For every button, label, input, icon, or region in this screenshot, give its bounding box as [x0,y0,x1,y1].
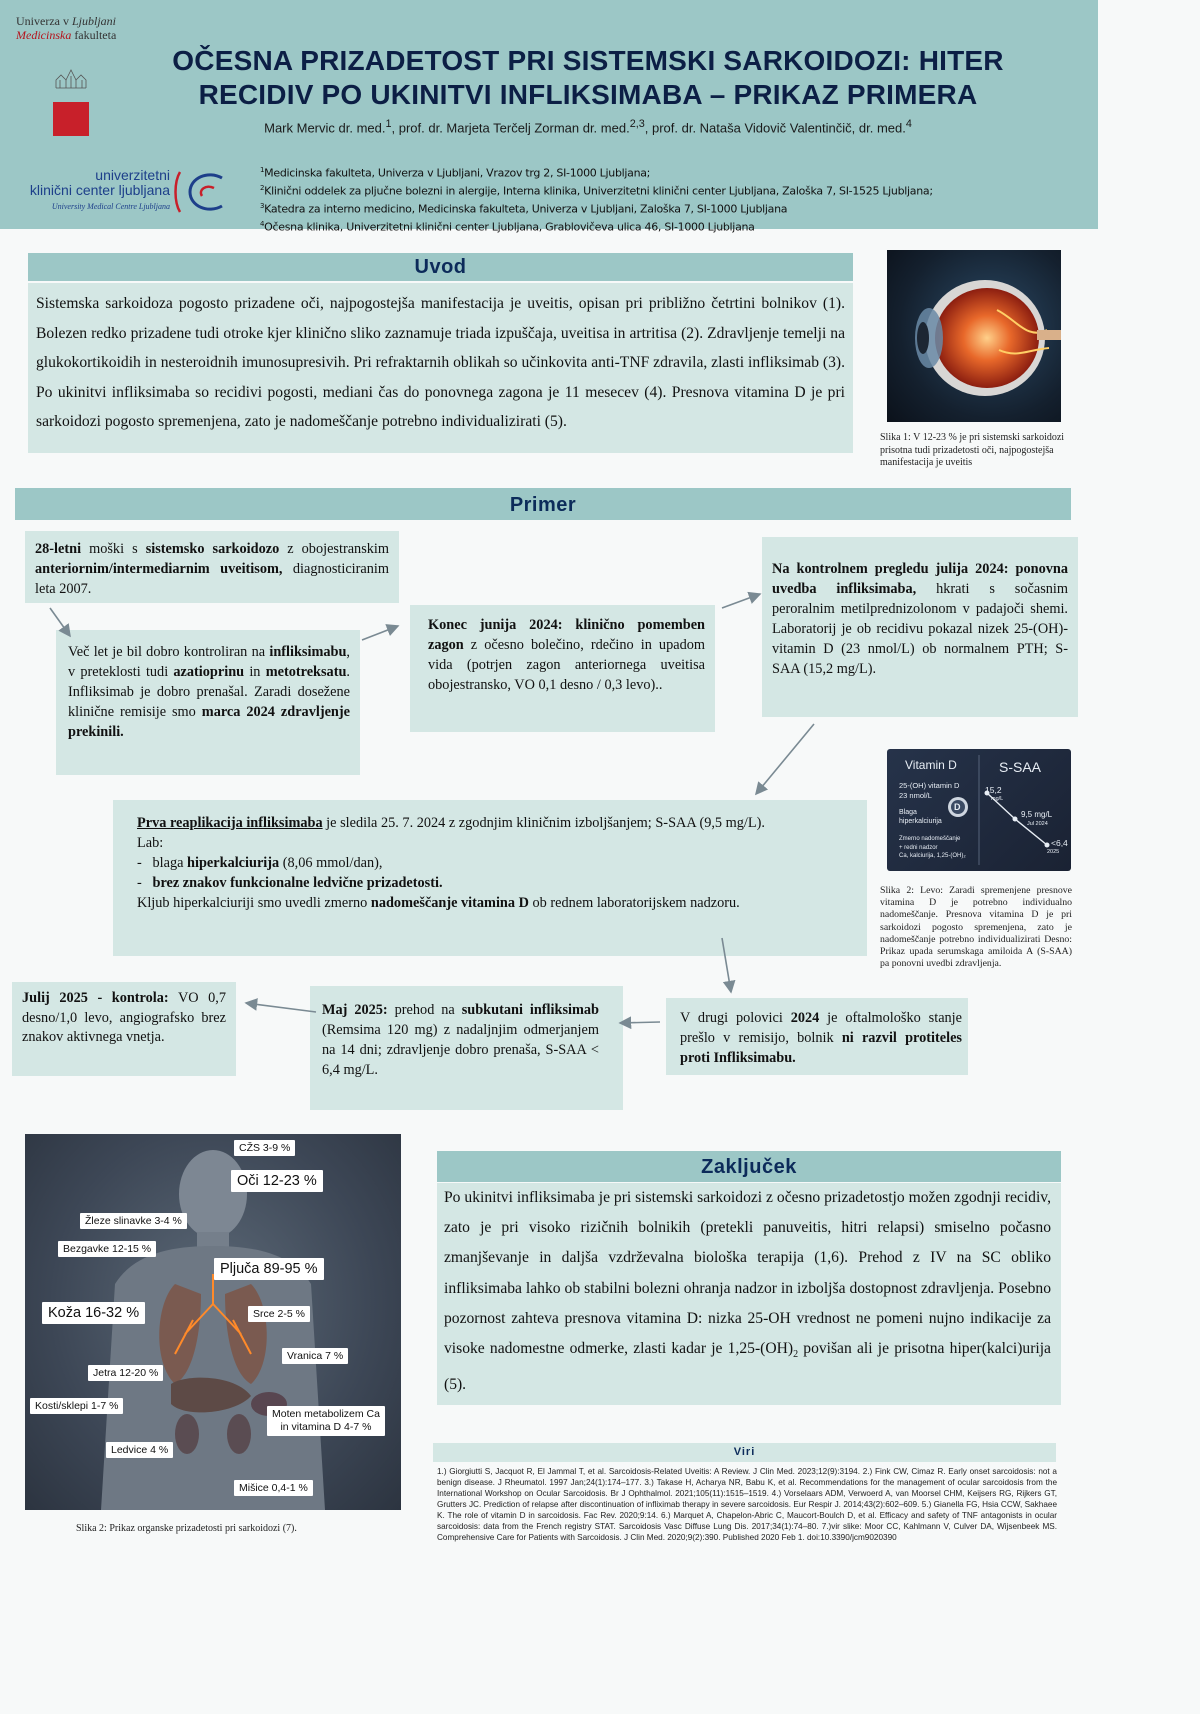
arrow-2 [361,624,400,641]
organ-tag-kidneys: Ledvice 4 % [106,1442,174,1458]
ssaa-point-2-date: Jul 2024 [1027,821,1048,827]
organ-tag-liver: Jetra 12-20 % [88,1365,164,1381]
case-step-relapse: Konec junija 2024: klinično pomemben zag… [410,605,715,732]
case-step-infliximab-stop: Več let je bil dobro kontroliran na infl… [56,630,360,775]
poster-header: Univerza v Ljubljani Medicinska fakultet… [0,0,1098,234]
arrow-3 [721,591,762,609]
vitd-values: 25-(OH) vitamin D 23 nmol/L [899,781,960,800]
organ-tag-muscles: Mišice 0,4-1 % [234,1480,313,1496]
figure-2-caption: Slika 2: Levo: Zaradi spremenjene presno… [880,885,1072,970]
poster-title: OČESNA PRIZADETOST PRI SISTEMSKI SARKOID… [172,45,1004,110]
ssaa-decline-chart-icon [948,755,1050,865]
uvod-text: Sistemska sarkoidoza pogosto prizadene o… [36,295,845,430]
organ-tag-skin: Koža 16-32 % [42,1302,146,1324]
arrow-4 [754,723,815,796]
eye-anatomy-icon [915,280,1061,396]
university-crest-icon [53,69,89,136]
ukc-logo-subtitle: University Medical Centre Ljubljana [51,202,170,211]
organ-tag-salivary-glands: Žleze slinavke 3-4 % [80,1213,187,1229]
organ-tag-spleen: Vranica 7 % [282,1348,349,1364]
ssaa-point-2: 9,5 mg/L [1021,810,1053,819]
vitamin-d-icon: D [954,802,961,812]
zakljucek-heading: Zaključek [437,1151,1061,1182]
arrow-6 [618,1016,661,1030]
organ-tag-eyes: Oči 12-23 % [231,1170,323,1192]
ssaa-point-3: <6,4 [1051,838,1068,848]
arrow-7 [244,998,317,1013]
primer-heading: Primer [15,488,1071,520]
case-step-subcutaneous: Maj 2025: prehod na subkutani infliksima… [310,986,623,1110]
organ-tag-lymph-nodes: Bezgavke 12-15 % [58,1241,157,1257]
organ-tag-bones-joints: Kosti/sklepi 1-7 % [30,1398,124,1414]
affiliation-2: 2Klinični oddelek za pljučne bolezni in … [260,184,933,198]
figure-3-caption: Slika 2: Prikaz organske prizadetosti pr… [76,1523,297,1534]
ukc-logo-text: univerzitetni klinični center ljubljana [29,167,170,198]
affiliation-4: 4Očesna klinika, Univerzitetni klinični … [260,220,755,235]
case-step-reapplication: Prva reaplikacija infliksimaba je sledil… [113,800,867,956]
ssaa-point-1: 15,2 [985,785,1002,795]
organ-tag-heart: Srce 2-5 % [248,1306,310,1322]
case-step-control: Julij 2025 - kontrola: VO 0,7 desno/1,0 … [12,982,236,1076]
university-logo-text: Univerza v Ljubljani Medicinska fakultet… [16,14,117,42]
references-heading: Viri [433,1443,1056,1462]
organ-tag-cns: CŽS 3-9 % [234,1140,296,1156]
case-step-reintroduction: Na kontrolnem pregledu julija 2024: pono… [762,537,1078,717]
references-text: 1.) Giorgiutti S, Jacquot R, El Jammal T… [437,1467,1057,1542]
uvod-box: Sistemska sarkoidoza pogosto prizadene o… [28,283,853,453]
uvod-heading: Uvod [28,253,853,281]
authors: Mark Mervic dr. med.1, prof. dr. Marjeta… [264,118,912,136]
ssaa-point-1-unit: mg/L [991,796,1004,802]
ukc-logo: univerzitetni klinični center ljubljana … [10,168,250,218]
affiliation-3: 3Katedra za interno medicino, Medicinska… [260,202,788,216]
affiliations: 1Medicinska fakulteta, Univerza v Ljublj… [260,163,1080,236]
vitd-supplementation: Zmerno nadomeščanje + redni nadzor Ca, k… [899,836,966,859]
zakljucek-box: Po ukinitvi infliksimaba je pri sistemsk… [437,1183,1061,1405]
case-step-diagnosis: 28-letni moški s sistemsko sarkoidozo z … [25,531,399,603]
organ-tag-ca-metabolism: Moten metabolizem Ca in vitamina D 4-7 % [267,1406,385,1436]
ukc-emblem-icon [174,171,223,213]
vitd-title: Vitamin D [905,758,957,772]
vitamin-d-ssaa-figure: Vitamin D S-SAA 25-(OH) vitamin D 23 nmo… [887,749,1071,871]
eye-illustration [887,250,1061,422]
figure-1-caption: Slika 1: V 12-23 % je pri sistemski sark… [880,432,1065,468]
vitd-hypercalciuria: Blaga hiperkalciurija [899,809,942,825]
zakljucek-text: Po ukinitvi infliksimaba je pri sistemsk… [444,1189,1051,1394]
affiliation-1: 1Medicinska fakulteta, Univerza v Ljublj… [260,166,651,180]
case-step-remission: V drugi polovici 2024 je oftalmološko st… [666,998,968,1075]
ssaa-point-3-date: 2025 [1047,849,1060,855]
ssaa-title: S-SAA [999,759,1042,775]
organ-involvement-figure: CŽS 3-9 % Oči 12-23 % Žleze slinavke 3-4… [25,1134,401,1510]
organ-tag-lungs: Pljuča 89-95 % [214,1258,324,1280]
